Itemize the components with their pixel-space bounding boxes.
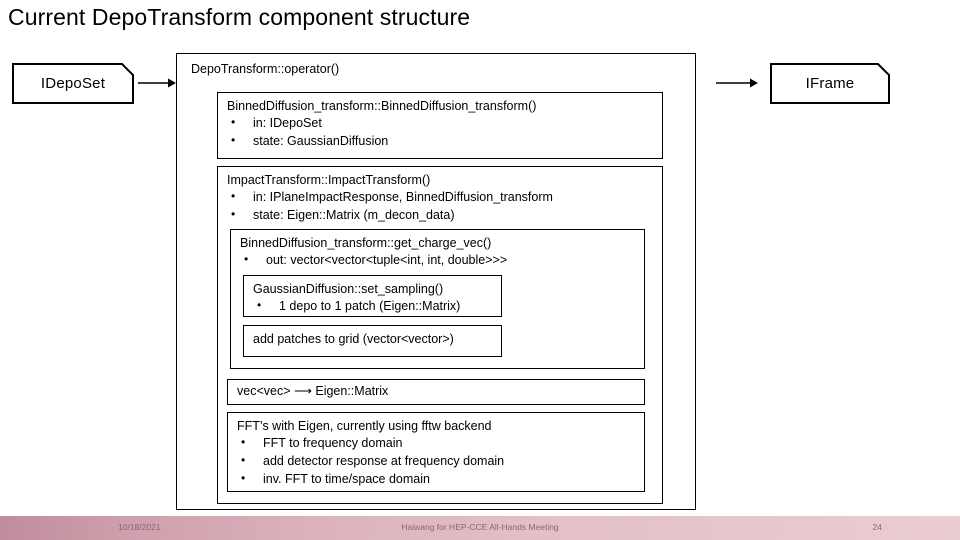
folded-corner-shape-icon (12, 63, 134, 104)
list-item: add detector response at frequency domai… (237, 452, 644, 471)
arrow-right-icon (716, 78, 758, 88)
set-sampling-box[interactable]: GaussianDiffusion::set_sampling() 1 depo… (243, 275, 502, 317)
binned-diffusion-ctor-bullets: in: IDepoSet state: GaussianDiffusion (227, 114, 662, 151)
arrow-right-icon-output (716, 76, 758, 90)
list-item: FFT to frequency domain (237, 434, 644, 453)
vec-to-matrix-box[interactable]: vec<vec> ⟶ Eigen::Matrix (227, 379, 645, 405)
footer-bar: 10/18/2021 Haiwang for HEP-CCE All-Hands… (0, 516, 960, 540)
interface-shape-iframe[interactable]: IFrame (770, 63, 890, 104)
add-patches-title: add patches to grid (vector<vector>) (253, 332, 454, 346)
add-patches-box[interactable]: add patches to grid (vector<vector>) (243, 325, 502, 357)
fft-box[interactable]: FFT’s with Eigen, currently using fftw b… (227, 412, 645, 492)
set-sampling-bullets: 1 depo to 1 patch (Eigen::Matrix) (253, 297, 501, 316)
folded-corner-shape-icon (770, 63, 890, 104)
set-sampling-title: GaussianDiffusion::set_sampling() (253, 282, 444, 296)
get-charge-vec-bullets: out: vector<vector<tuple<int, int, doubl… (240, 251, 644, 270)
list-item: 1 depo to 1 patch (Eigen::Matrix) (253, 297, 501, 316)
footer-date: 10/18/2021 (118, 522, 161, 532)
interface-label-iframe: IFrame (805, 75, 855, 92)
get-charge-vec-title: BinnedDiffusion_transform::get_charge_ve… (240, 236, 492, 250)
list-item: in: IPlaneImpactResponse, BinnedDiffusio… (227, 188, 662, 207)
fft-title: FFT’s with Eigen, currently using fftw b… (237, 419, 492, 433)
arrow-right-icon-input (138, 76, 176, 90)
impact-transform-bullets: in: IPlaneImpactResponse, BinnedDiffusio… (227, 188, 662, 225)
footer-page-number: 24 (872, 522, 882, 532)
page-title: Current DepoTransform component structur… (8, 4, 471, 30)
vec-to-matrix-title: vec<vec> ⟶ Eigen::Matrix (237, 384, 389, 398)
arrow-right-icon (138, 78, 176, 88)
impact-transform-title: ImpactTransform::ImpactTransform() (227, 173, 431, 187)
list-item: state: Eigen::Matrix (m_decon_data) (227, 206, 662, 225)
binned-diffusion-ctor-box[interactable]: BinnedDiffusion_transform::BinnedDiffusi… (217, 92, 663, 159)
footer-center-text: Haiwang for HEP-CCE All-Hands Meeting (401, 522, 559, 532)
list-item: in: IDepoSet (227, 114, 662, 133)
interface-label-ideposet: IDepoSet (40, 75, 106, 92)
list-item: out: vector<vector<tuple<int, int, doubl… (240, 251, 644, 270)
fft-bullets: FFT to frequency domain add detector res… (237, 434, 644, 489)
binned-diffusion-ctor-title: BinnedDiffusion_transform::BinnedDiffusi… (227, 99, 537, 113)
depotransform-operator-title: DepoTransform::operator() (191, 62, 340, 76)
interface-shape-ideposet[interactable]: IDepoSet (12, 63, 134, 104)
list-item: state: GaussianDiffusion (227, 132, 662, 151)
list-item: inv. FFT to time/space domain (237, 470, 644, 489)
